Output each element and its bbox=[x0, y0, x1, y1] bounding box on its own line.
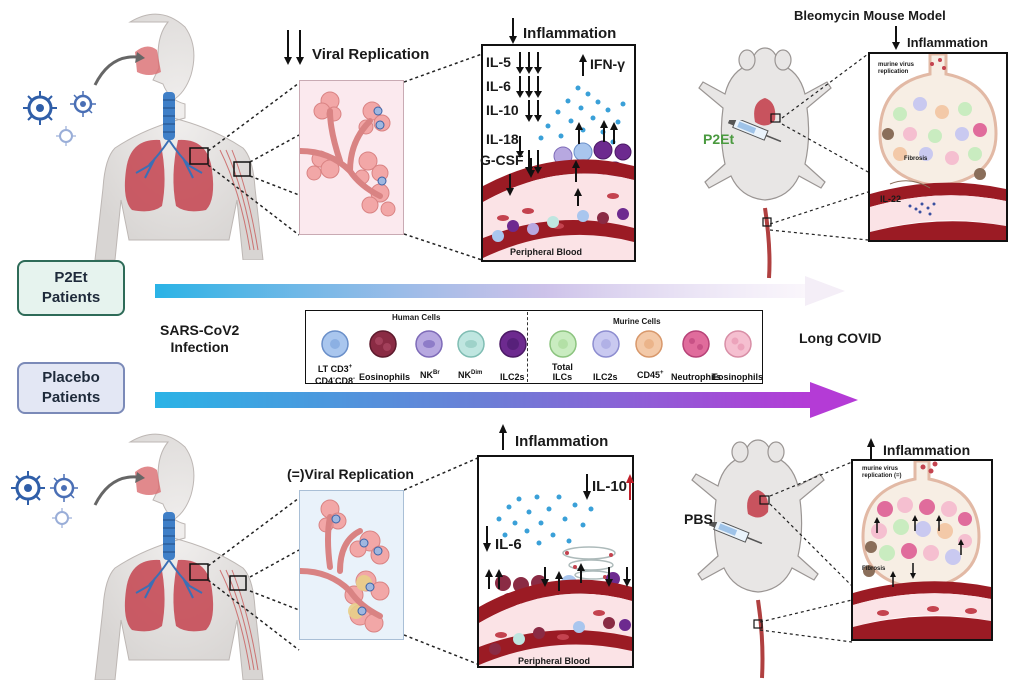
human-body-top bbox=[93, 13, 264, 260]
mouse-icon bbox=[698, 47, 832, 279]
inflammation-label-mouse-top: Inflammation bbox=[907, 35, 988, 50]
peripheral-blood-bottom: Peripheral Blood bbox=[518, 656, 591, 666]
inflammation-label-mouse-bottom: Inflammation bbox=[883, 442, 971, 458]
legend-ilc2s-human: ILC2s bbox=[500, 372, 525, 382]
murine-virus-label-bottom: murine virus replication (=) bbox=[862, 466, 902, 479]
legend-neutrophils: Neutrophils bbox=[671, 372, 722, 382]
cytokine-down-arrows bbox=[516, 52, 542, 174]
alveoli-icon bbox=[870, 52, 1006, 240]
ifn-up-arrow bbox=[579, 54, 587, 76]
alveoli-icon bbox=[297, 91, 396, 217]
long-covid-label: Long COVID bbox=[799, 330, 882, 346]
p2et-patients-box: P2Et Patients bbox=[17, 260, 125, 316]
bleomycin-title: Bleomycin Mouse Model bbox=[794, 8, 946, 23]
il10-red-up-arrow bbox=[626, 474, 634, 500]
alveoli-icon bbox=[853, 459, 991, 639]
pbs-treatment-label: PBS bbox=[684, 511, 713, 527]
zoom-lines-bottom bbox=[207, 497, 300, 651]
ifn-gamma-label: IFN-γ bbox=[590, 56, 625, 72]
legend-sup: - bbox=[353, 376, 356, 382]
progression-arrow-p2et bbox=[155, 276, 845, 306]
legend-sup: - bbox=[333, 376, 336, 382]
legend-sup: + bbox=[660, 370, 664, 376]
inflammation-up-arrow-bottom bbox=[499, 424, 507, 450]
legend-sup: Br bbox=[433, 370, 440, 376]
cytokine-il6: IL-6 bbox=[486, 78, 511, 94]
cytokine-il18: IL-18 bbox=[486, 131, 519, 147]
fibrosis-label-top: Fibrosis bbox=[904, 156, 928, 162]
murine-cells-title: Murine Cells bbox=[613, 317, 661, 326]
legend-total-ilcs: Total ILCs bbox=[552, 362, 573, 382]
viral-replication-equal-label: (=)Viral Replication bbox=[287, 466, 414, 482]
alveoli-panel-top bbox=[297, 80, 404, 235]
mouse-icon bbox=[691, 439, 825, 679]
il6-down-arrow bbox=[483, 526, 491, 552]
blood-vessel-icon bbox=[479, 494, 632, 671]
syringe-icon bbox=[727, 120, 782, 142]
zoom-lines-mouse-bottom bbox=[760, 461, 853, 643]
legend-lt-cd3-text: LT CD3 bbox=[317, 364, 349, 374]
legend-cd45: CD45+ bbox=[637, 370, 664, 380]
inflammation-arrow-top bbox=[508, 18, 518, 44]
legend-cd45-text: CD45 bbox=[637, 370, 661, 380]
placebo-patients-box: Placebo Patients bbox=[17, 362, 125, 414]
legend-nk-text: NK bbox=[420, 370, 433, 380]
legend-nk-text: NK bbox=[458, 370, 471, 380]
p2et-treatment-label: P2Et bbox=[703, 131, 735, 147]
alveoli-icon bbox=[297, 499, 390, 633]
legend-sup: + bbox=[348, 364, 353, 370]
legend-divider bbox=[527, 312, 528, 382]
syringe-icon bbox=[708, 522, 763, 544]
legend-nk-br: NKBr bbox=[420, 370, 440, 380]
blood-vessel-icon bbox=[483, 85, 634, 260]
virus-icon bbox=[23, 91, 96, 146]
il10-down-arrow bbox=[583, 474, 591, 500]
legend-cells bbox=[321, 330, 752, 358]
inflammation-label-bottom: Inflammation bbox=[515, 433, 609, 450]
legend-sup: Dim bbox=[471, 370, 483, 376]
cytokine-gcsf: G-CSF bbox=[480, 152, 524, 168]
il10-label: IL-10 bbox=[592, 478, 628, 495]
murine-virus-label-top: murine virus replication bbox=[878, 62, 915, 75]
inflammation-label-top: Inflammation bbox=[523, 25, 617, 42]
cytokine-il5: IL-5 bbox=[486, 54, 511, 70]
mouse-lung-panel-bottom bbox=[851, 459, 993, 641]
human-cells-title: Human Cells bbox=[392, 313, 441, 322]
cell-icon bbox=[321, 330, 752, 358]
zoom-lines-alveoli-top bbox=[403, 52, 484, 262]
sars-cov2-infection-label: SARS-CoV2 Infection bbox=[160, 322, 240, 355]
legend-eosinophils-human: Eosinophils bbox=[359, 372, 411, 382]
cytokine-panel-bottom bbox=[477, 455, 634, 671]
legend-cd4-text: CD4 bbox=[315, 376, 334, 386]
fibrosis-label-bottom: Fibrosis bbox=[862, 566, 886, 572]
legend-lt-cd3: LT CD3+ CD4-CD8- bbox=[315, 362, 355, 386]
mouse-lung-panel-top bbox=[868, 52, 1008, 242]
cytokine-il10: IL-10 bbox=[486, 102, 519, 118]
zoom-lines-mouse-top bbox=[770, 53, 869, 241]
zoom-lines-alveoli-bottom bbox=[404, 456, 481, 666]
peripheral-blood-top: Peripheral Blood bbox=[510, 247, 583, 257]
alveoli-panel-bottom bbox=[297, 490, 404, 640]
il6-label: IL-6 bbox=[495, 536, 522, 553]
il22-label: IL-22 bbox=[880, 194, 902, 204]
inflammation-arrow-mouse-top bbox=[892, 26, 900, 50]
legend-ilc2s-murine: ILC2s bbox=[593, 372, 618, 382]
zoom-lines-top bbox=[207, 82, 300, 236]
legend-cd8-text: CD8 bbox=[335, 376, 354, 386]
legend-nk-dim: NKDim bbox=[458, 370, 482, 380]
cytokine-panel-top bbox=[481, 44, 636, 262]
down-arrows bbox=[283, 30, 307, 66]
legend-eosinophils-murine: Eosinophils bbox=[712, 372, 764, 382]
viral-replication-label: Viral Replication bbox=[312, 46, 430, 63]
human-body-bottom bbox=[93, 433, 264, 680]
virus-icon bbox=[11, 471, 78, 528]
progression-arrow-placebo bbox=[155, 382, 858, 418]
